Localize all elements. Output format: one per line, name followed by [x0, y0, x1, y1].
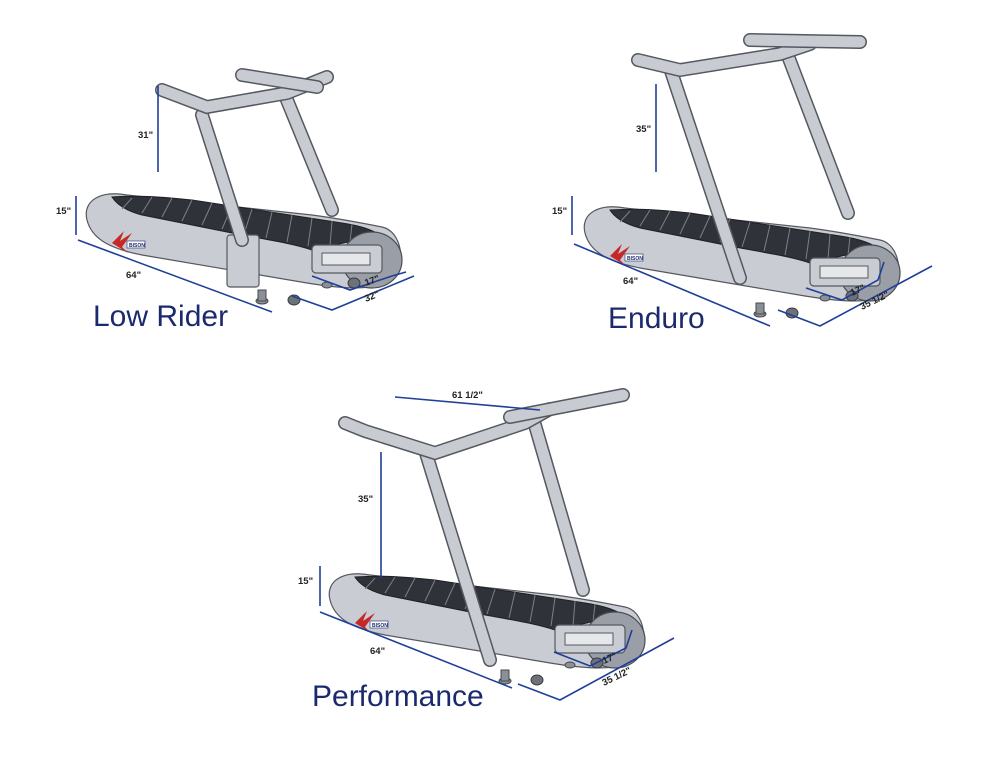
performance-deck-height-label: 15": [298, 576, 313, 587]
enduro-handle-height-label: 35": [636, 124, 651, 135]
enduro-diagram: 35" 15" 64" 17" 35 1/2" Enduro: [552, 33, 933, 335]
performance-length-line: [319, 611, 513, 689]
performance-title: Performance: [312, 680, 484, 713]
performance-handle-height-label: 35": [358, 494, 373, 505]
low-rider-length-label: 64": [126, 270, 141, 281]
performance-diagram: 61 1/2" 35" 15" 64" 17" 35 1/2" Performa…: [298, 388, 675, 713]
low-rider-treadmill-illustration: [85, 68, 403, 306]
low-rider-overall-width-label: 32": [363, 289, 381, 305]
low-rider-length-line: [77, 239, 273, 313]
performance-handlebar-span-label: 61 1/2": [452, 390, 483, 401]
enduro-overall-width-line: [777, 265, 933, 327]
enduro-title: Enduro: [608, 302, 705, 335]
low-rider-deck-height-label: 15": [56, 206, 71, 217]
enduro-treadmill-illustration: [583, 33, 901, 319]
performance-handlebar-span-line: [394, 396, 541, 411]
enduro-deck-height-label: 15": [552, 206, 567, 217]
low-rider-belt-width-label: 17": [363, 273, 381, 288]
low-rider-handle-height-label: 31": [138, 130, 153, 141]
performance-treadmill-illustration: [328, 388, 646, 686]
enduro-length-line: [573, 243, 771, 327]
low-rider-diagram: 31" 15" 64" 17" 32" Low Rider: [56, 68, 415, 333]
enduro-length-label: 64": [623, 276, 638, 287]
performance-overall-width-line: [517, 637, 675, 701]
low-rider-belt-width-line: [311, 271, 407, 291]
performance-length-label: 64": [370, 646, 385, 657]
low-rider-overall-width-line: [291, 275, 415, 311]
enduro-belt-width-line: [805, 261, 885, 301]
performance-belt-width-line: [553, 629, 633, 667]
low-rider-title: Low Rider: [93, 300, 228, 333]
